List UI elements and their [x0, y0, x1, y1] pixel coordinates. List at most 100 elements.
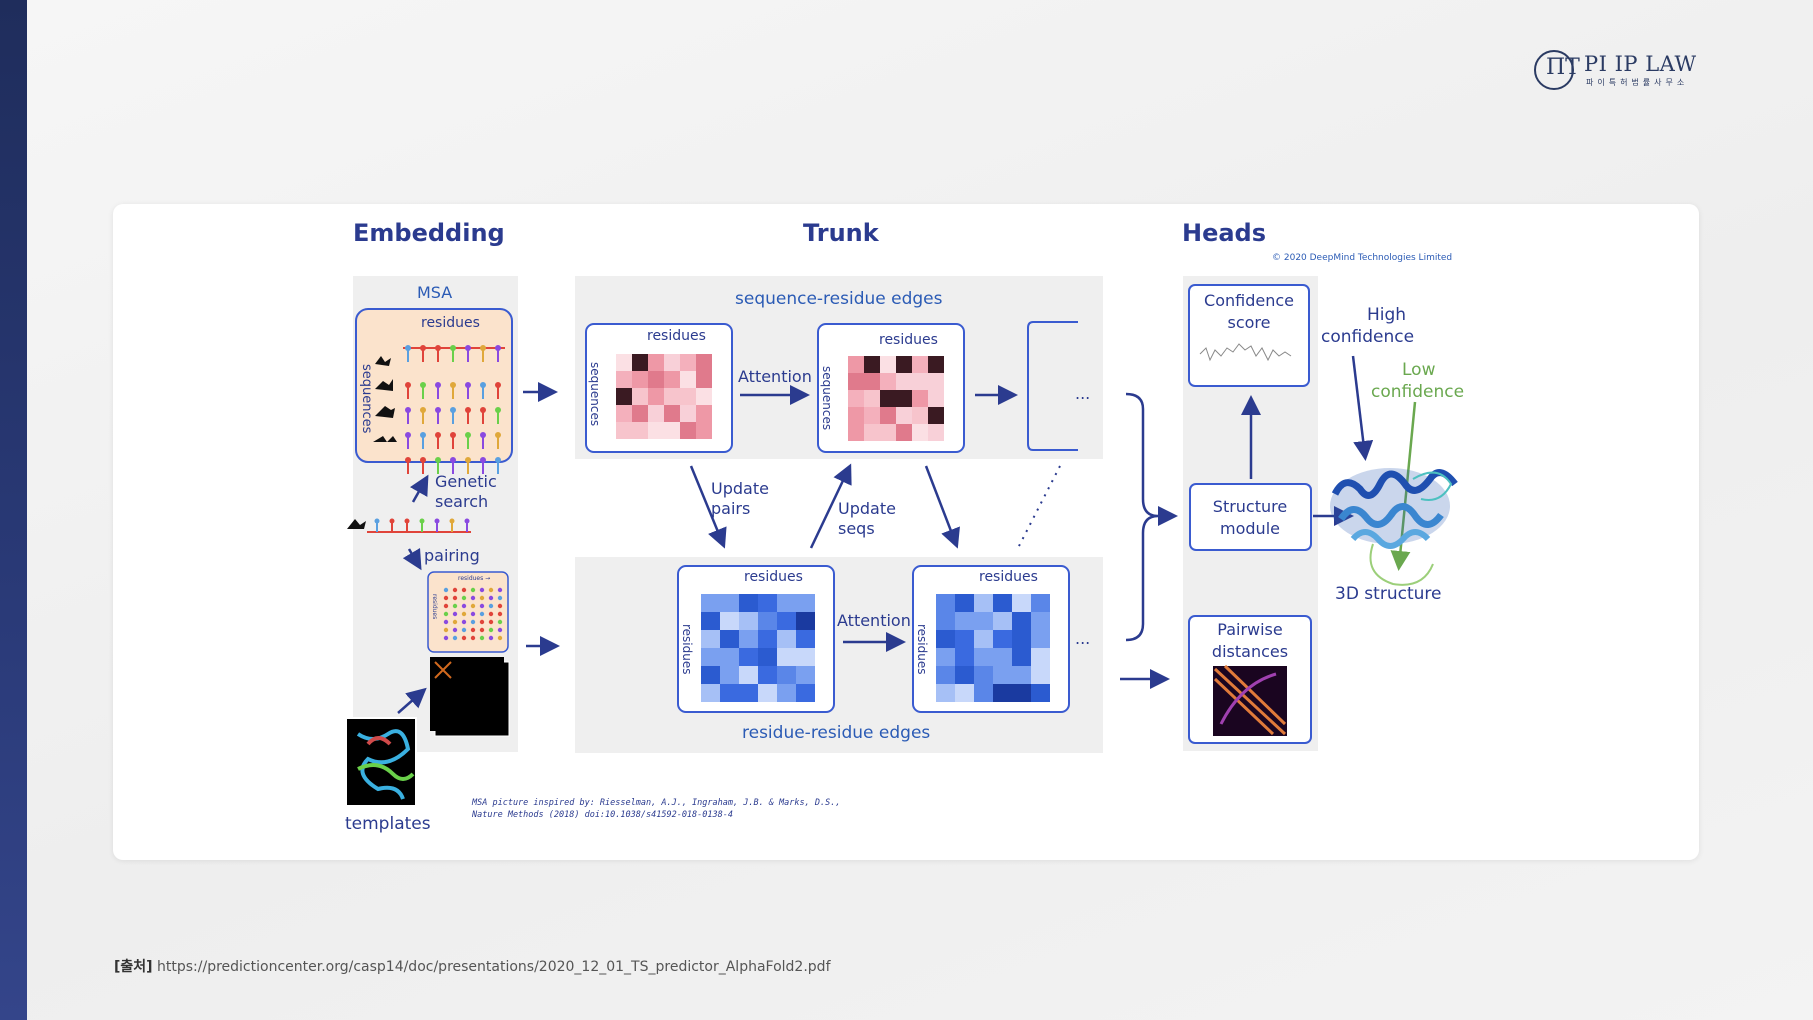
heatmap-cell	[864, 373, 880, 390]
heatmap-cell	[848, 356, 864, 373]
heatmap-cell	[848, 390, 864, 407]
heatmap-cell	[758, 666, 777, 684]
heatmap-cell	[936, 684, 955, 702]
logo-mark: ΠT	[1546, 55, 1580, 80]
msa-pin-head	[435, 382, 441, 388]
seq-edges-label: sequence-residue edges	[735, 289, 943, 309]
pairing-dot	[461, 587, 467, 593]
heatmap-cell	[796, 612, 815, 630]
heatmap-cell	[848, 407, 864, 424]
pairing-dot	[443, 611, 449, 617]
heatmap-cell	[955, 684, 974, 702]
source-url[interactable]: https://predictioncenter.org/casp14/doc/…	[157, 959, 831, 975]
pairing-dot	[443, 635, 449, 641]
res-matrix-2-side: residues	[915, 624, 929, 675]
msa-pin-head	[435, 432, 441, 438]
heatmap-cell	[696, 405, 712, 422]
structure-box	[1189, 483, 1312, 551]
pairwise-contact	[1219, 672, 1277, 725]
pairing-dot	[443, 595, 449, 601]
query-pin-head	[404, 518, 410, 524]
pairing-dot	[488, 635, 494, 641]
left-accent-bar	[0, 0, 27, 1020]
pairing-dot	[461, 619, 467, 625]
heatmap-cell	[896, 373, 912, 390]
pairing-mini-side: residues	[431, 594, 438, 619]
pairing-dot	[443, 603, 449, 609]
source-citation: [출처] https://predictioncenter.org/casp14…	[114, 956, 831, 976]
heatmap-cell	[1012, 666, 1031, 684]
heatmap-cell	[928, 390, 944, 407]
heatmap-cell	[616, 371, 632, 388]
pairing-dot	[488, 619, 494, 625]
query-pin-head	[374, 518, 380, 524]
heatmap-cell	[1012, 630, 1031, 648]
msa-residues-label: residues	[421, 315, 480, 331]
heatmap-cell	[701, 684, 720, 702]
query-pin-head	[449, 518, 455, 524]
msa-pin-head	[465, 407, 471, 413]
genetic-search-arrow	[409, 474, 429, 503]
heatmap-cell	[880, 424, 896, 441]
heatmap-cell	[632, 388, 648, 405]
res-matrix-2-heatmap	[936, 594, 1050, 702]
heatmap-cell	[955, 612, 974, 630]
res-ellipsis: ...	[1075, 629, 1090, 648]
heatmap-cell	[680, 371, 696, 388]
heatmap-cell	[701, 612, 720, 630]
update-pairs-line2: pairs	[711, 499, 750, 518]
heatmap-cell	[974, 666, 993, 684]
heatmap-cell	[696, 388, 712, 405]
pairing-dot	[470, 587, 476, 593]
heatmap-cell	[993, 666, 1012, 684]
heatmap-cell	[936, 594, 955, 612]
structure-line2: module	[1220, 519, 1280, 538]
msa-pin-head	[450, 407, 456, 413]
source-label: [출처]	[114, 959, 153, 975]
heatmap-cell	[664, 354, 680, 371]
heatmap-cell	[796, 648, 815, 666]
heatmap-cell	[974, 648, 993, 666]
msa-pin-head	[495, 382, 501, 388]
heatmap-cell	[632, 405, 648, 422]
heatmap-cell	[796, 630, 815, 648]
msa-pin-head	[495, 345, 501, 351]
msa-pin-head	[465, 345, 471, 351]
section-embedding: Embedding	[353, 219, 505, 247]
msa-pin-head	[495, 407, 501, 413]
pairing-dot	[470, 595, 476, 601]
copyright: © 2020 DeepMind Technologies Limited	[1272, 253, 1452, 263]
heatmap-cell	[936, 648, 955, 666]
msa-pin-head	[420, 345, 426, 351]
msa-pin-head	[450, 432, 456, 438]
heatmap-cell	[739, 666, 758, 684]
pairing-dot	[488, 595, 494, 601]
query-animal-icon	[347, 519, 366, 529]
pairing-dot	[479, 587, 485, 593]
pairing-dot	[497, 611, 503, 617]
heatmap-cell	[796, 684, 815, 702]
query-pin-head	[434, 518, 440, 524]
pairwise-diagonal	[1213, 664, 1287, 736]
res-matrix-1-side: residues	[680, 624, 694, 675]
msa-pins	[405, 345, 501, 474]
msa-pin-head	[480, 432, 486, 438]
low-conf-line2: confidence	[1371, 382, 1464, 402]
pairing-dot	[452, 627, 458, 633]
heatmap-cell	[912, 407, 928, 424]
heatmap-cell	[758, 594, 777, 612]
heatmap-cell	[758, 648, 777, 666]
heatmap-cell	[1031, 684, 1050, 702]
heatmap-cell	[701, 594, 720, 612]
pairing-dot	[470, 635, 476, 641]
heatmap-cell	[928, 407, 944, 424]
templates-label: templates	[345, 814, 431, 834]
heatmap-cell	[912, 424, 928, 441]
heatmap-cell	[974, 612, 993, 630]
pairing-mini-residues: residues →	[458, 575, 490, 582]
trunk-brace	[1125, 392, 1159, 642]
heatmap-cell	[758, 630, 777, 648]
pairing-dot	[470, 603, 476, 609]
high-conf-line1: High	[1367, 305, 1406, 325]
pairing-dot	[497, 603, 503, 609]
